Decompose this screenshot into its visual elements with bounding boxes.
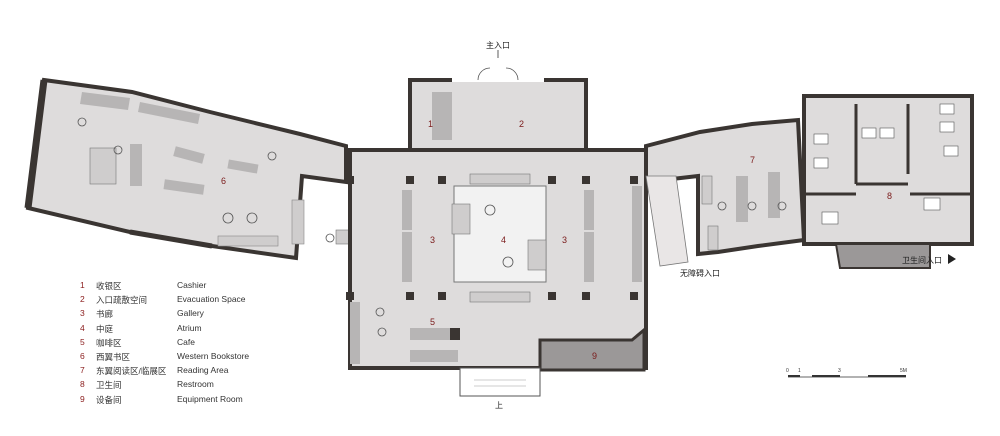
legend-label-en: Atrium: [177, 322, 202, 333]
legend-label-en: Equipment Room: [177, 393, 243, 404]
legend-number: 9: [80, 393, 85, 404]
legend-number: 8: [80, 379, 85, 390]
east-wing: [644, 117, 807, 267]
stairs-up-label: 上: [495, 401, 503, 410]
legend-label-en: Evacuation Space: [177, 294, 246, 305]
legend-label-en: Cafe: [177, 336, 195, 347]
restroom-block: [802, 94, 974, 269]
legend-item: 4 中庭 Atrium: [80, 323, 280, 337]
zone-number-7: 7: [750, 155, 755, 165]
legend-number: 2: [80, 294, 85, 305]
legend-label-en: Reading Area: [177, 365, 229, 376]
legend-label-en: Restroom: [177, 379, 214, 390]
scale-tick-5m: 5M: [900, 368, 907, 374]
west-wing: [24, 77, 351, 261]
zone-number-2: 2: [519, 119, 524, 129]
zone-number-5: 5: [430, 317, 435, 327]
scale-bar: 0 1 3 5M: [786, 368, 907, 378]
zone-number-4: 4: [501, 235, 506, 245]
legend-item: 7 东翼阅读区/临展区 Reading Area: [80, 365, 280, 379]
legend-number: 5: [80, 336, 85, 347]
scale-tick-0: 0: [786, 368, 789, 374]
legend-number: 3: [80, 308, 85, 319]
legend-label-cn: 入口疏散空间: [96, 295, 148, 306]
legend-item: 2 入口疏散空间 Evacuation Space: [80, 294, 280, 308]
legend-item: 3 书廊 Gallery: [80, 308, 280, 322]
legend-label-en: Gallery: [177, 308, 204, 319]
legend-item: 5 咖啡区 Cafe: [80, 337, 280, 351]
zone-number-3-left: 3: [430, 235, 435, 245]
legend-label-cn: 收银区: [96, 281, 122, 291]
legend: 1 收银区 Cashier 2 入口疏散空间 Evacuation Space …: [80, 280, 280, 408]
legend-label-cn: 咖啡区: [96, 337, 122, 348]
zone-number-6: 6: [221, 176, 226, 186]
legend-number: 7: [80, 365, 85, 376]
legend-item: 6 西翼书区 Western Bookstore: [80, 351, 280, 365]
zone-number-8: 8: [887, 191, 892, 201]
scale-tick-1: 1: [798, 368, 801, 374]
zone-number-9: 9: [592, 351, 597, 361]
scale-tick-3: 3: [838, 368, 841, 374]
restroom-entrance-label: 卫生间入口: [902, 255, 942, 265]
legend-label-cn: 中庭: [96, 323, 114, 334]
legend-number: 1: [80, 280, 85, 290]
legend-number: 6: [80, 350, 85, 361]
zone-number-1: 1: [428, 119, 433, 129]
legend-label-cn: 东翼阅读区/临展区: [96, 366, 167, 377]
central-block: [346, 50, 648, 397]
legend-item: 8 卫生间 Restroom: [80, 379, 280, 393]
zone-number-3-right: 3: [562, 235, 567, 245]
legend-number: 4: [80, 322, 85, 333]
main-entrance-label: 主入口: [486, 40, 510, 50]
legend-label-en: Cashier: [177, 280, 207, 290]
legend-item: 1 收银区 Cashier: [80, 280, 280, 294]
accessible-entrance-label: 无障碍入口: [680, 268, 720, 278]
legend-label-cn: 卫生间: [96, 380, 122, 391]
legend-item: 9 设备间 Equipment Room: [80, 394, 280, 408]
legend-label-cn: 西翼书区: [96, 351, 131, 362]
legend-label-en: Western Bookstore: [177, 350, 250, 361]
legend-label-cn: 书廊: [96, 309, 114, 320]
legend-label-cn: 设备间: [96, 394, 122, 405]
